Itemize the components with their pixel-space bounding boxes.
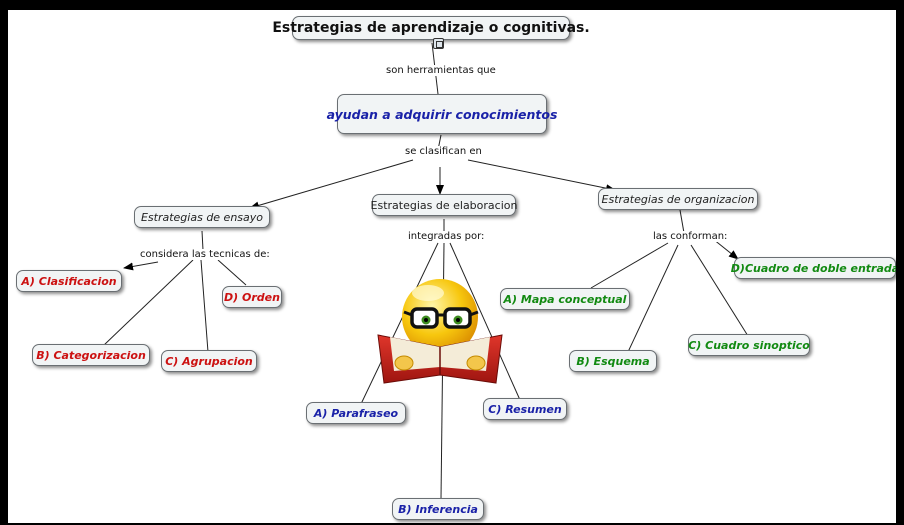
- main-concept[interactable]: ayudan a adquirir conocimientos: [327, 94, 557, 134]
- category-elaboracion[interactable]: Estrategias de elaboracion: [370, 194, 518, 216]
- category-ensayo-label: Estrategias de ensayo: [140, 210, 264, 224]
- ensayo-item-categorizacion[interactable]: B) Categorizacion: [32, 344, 150, 366]
- link-label-elaboracion: integradas por:: [406, 231, 487, 242]
- ensayo-item-orden-label: D) Orden: [224, 290, 280, 304]
- organizacion-item-cuadro-sinoptico-label: C) Cuadro sinoptico: [688, 338, 810, 352]
- link-label-organizacion: las conforman:: [651, 231, 730, 242]
- organizacion-item-cuadro-sinoptico[interactable]: C) Cuadro sinoptico: [688, 334, 810, 356]
- link-label-root-main: son herramientas que: [384, 65, 498, 76]
- category-organizacion[interactable]: Estrategias de organizacion: [598, 188, 758, 210]
- category-ensayo[interactable]: Estrategias de ensayo: [134, 206, 270, 228]
- organizacion-item-cuadro-doble-entrada-label: D)Cuadro de doble entrada: [730, 261, 896, 275]
- category-organizacion-label: Estrategias de organizacion: [601, 192, 755, 206]
- ensayo-item-clasificacion-label: A) Clasificacion: [21, 274, 117, 288]
- category-elaboracion-label: Estrategias de elaboracion: [370, 198, 518, 212]
- ensayo-item-agrupacion-label: C) Agrupacion: [165, 354, 253, 368]
- organizacion-item-esquema[interactable]: B) Esquema: [569, 350, 657, 372]
- elaboracion-item-inferencia-label: B) Inferencia: [398, 502, 478, 516]
- root-concept-label: Estrategias de aprendizaje o cognitivas.: [272, 20, 590, 36]
- link-label-ensayo: considera las tecnicas de:: [138, 249, 272, 260]
- elaboracion-item-resumen[interactable]: C) Resumen: [483, 398, 567, 420]
- ensayo-item-agrupacion[interactable]: C) Agrupacion: [161, 350, 257, 372]
- reading-emoji-icon: [377, 279, 503, 384]
- ensayo-item-orden[interactable]: D) Orden: [222, 286, 282, 308]
- organizacion-item-cuadro-doble-entrada[interactable]: D)Cuadro de doble entrada: [730, 257, 896, 279]
- organizacion-item-mapa-conceptual[interactable]: A) Mapa conceptual: [500, 288, 630, 310]
- ensayo-item-clasificacion[interactable]: A) Clasificacion: [16, 270, 122, 292]
- root-concept[interactable]: Estrategias de aprendizaje o cognitivas.: [272, 16, 590, 40]
- elaboracion-item-resumen-label: C) Resumen: [488, 402, 562, 416]
- elaboracion-item-parafraseo[interactable]: A) Parafraseo: [306, 402, 406, 424]
- link-label-main-categories: se clasifican en: [403, 146, 484, 157]
- elaboracion-item-parafraseo-label: A) Parafraseo: [313, 406, 399, 420]
- organizacion-item-esquema-label: B) Esquema: [576, 354, 650, 368]
- expand-icon[interactable]: [433, 38, 444, 49]
- main-concept-label: ayudan a adquirir conocimientos: [326, 106, 558, 122]
- ensayo-item-categorizacion-label: B) Categorizacion: [36, 348, 146, 362]
- elaboracion-item-inferencia[interactable]: B) Inferencia: [392, 498, 484, 520]
- concept-map-canvas: Estrategias de aprendizaje o cognitivas.…: [8, 10, 896, 523]
- organizacion-item-mapa-conceptual-label: A) Mapa conceptual: [503, 292, 627, 306]
